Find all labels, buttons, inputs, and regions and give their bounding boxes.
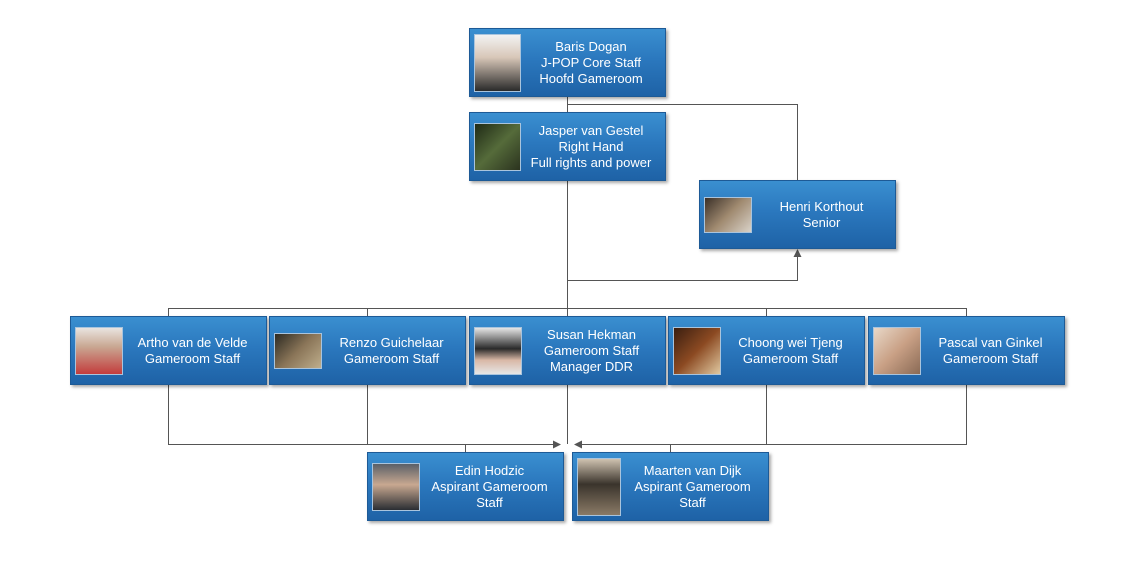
node-pascal-van-ginkel[interactable]: Pascal van Ginkel Gameroom Staff [868, 316, 1065, 385]
person-name: Pascal van Ginkel [938, 334, 1043, 350]
person-role: Gameroom Staff [144, 350, 241, 366]
person-photo-icon [75, 326, 123, 375]
person-name: Artho van de Velde [137, 334, 248, 350]
node-text: Artho van de Velde Gameroom Staff [123, 335, 262, 367]
person-name: Baris Dogan [555, 38, 627, 54]
node-text: Pascal van Ginkel Gameroom Staff [921, 335, 1060, 367]
person-name: Henri Korthout [779, 198, 864, 214]
person-detail: Manager DDR [549, 358, 634, 374]
node-artho-van-de-velde[interactable]: Artho van de Velde Gameroom Staff [70, 316, 267, 385]
connector-pascal-bottom [574, 384, 967, 449]
node-susan-hekman[interactable]: Susan Hekman Gameroom Staff Manager DDR [469, 316, 666, 385]
person-role: Gameroom Staff [543, 342, 640, 358]
person-detail: Hoofd Gameroom [539, 70, 643, 86]
person-photo-icon [474, 122, 521, 171]
person-photo-icon [474, 326, 522, 375]
node-maarten-van-dijk[interactable]: Maarten van Dijk Aspirant Gameroom Staff [572, 452, 769, 521]
person-detail: Full rights and power [530, 154, 652, 170]
person-name: Susan Hekman [547, 326, 636, 342]
node-text: Jasper van Gestel Right Hand Full rights… [521, 123, 661, 171]
node-text: Renzo Guichelaar Gameroom Staff [322, 335, 461, 367]
person-name: Renzo Guichelaar [339, 334, 444, 350]
person-photo-icon [372, 462, 420, 511]
node-text: Susan Hekman Gameroom Staff Manager DDR [522, 327, 661, 375]
person-photo-icon [474, 33, 521, 92]
person-role: Aspirant Gameroom [431, 478, 548, 494]
node-text: Maarten van Dijk Aspirant Gameroom Staff [621, 463, 764, 511]
connector-baris-henri [567, 104, 798, 180]
person-role: J-POP Core Staff [541, 54, 641, 70]
node-text: Choong wei Tjeng Gameroom Staff [721, 335, 860, 367]
connector-artho-bottom [168, 384, 561, 449]
person-detail: Staff [476, 494, 503, 510]
node-choong-wei-tjeng[interactable]: Choong wei Tjeng Gameroom Staff [668, 316, 865, 385]
connector-trunk-henri [567, 249, 802, 281]
node-renzo-guichelaar[interactable]: Renzo Guichelaar Gameroom Staff [269, 316, 466, 385]
person-detail: Staff [679, 494, 706, 510]
person-name: Maarten van Dijk [643, 462, 742, 478]
person-name: Edin Hodzic [454, 462, 525, 478]
node-edin-hodzic[interactable]: Edin Hodzic Aspirant Gameroom Staff [367, 452, 564, 521]
person-photo-icon [873, 326, 921, 375]
person-role: Gameroom Staff [343, 350, 440, 366]
node-baris-dogan[interactable]: Baris Dogan J-POP Core Staff Hoofd Gamer… [469, 28, 666, 97]
person-role: Right Hand [558, 138, 624, 154]
person-name: Choong wei Tjeng [738, 334, 843, 350]
person-photo-icon [704, 196, 752, 233]
node-text: Baris Dogan J-POP Core Staff Hoofd Gamer… [521, 39, 661, 87]
person-role: Gameroom Staff [742, 350, 839, 366]
person-role: Gameroom Staff [942, 350, 1039, 366]
person-role: Aspirant Gameroom [634, 478, 751, 494]
node-henri-korthout[interactable]: Henri Korthout Senior [699, 180, 896, 249]
person-photo-icon [577, 457, 621, 516]
person-name: Jasper van Gestel [538, 122, 644, 138]
person-photo-icon [274, 332, 322, 369]
node-jasper-van-gestel[interactable]: Jasper van Gestel Right Hand Full rights… [469, 112, 666, 181]
person-photo-icon [673, 326, 721, 375]
node-text: Henri Korthout Senior [752, 199, 891, 231]
node-text: Edin Hodzic Aspirant Gameroom Staff [420, 463, 559, 511]
person-role: Senior [802, 214, 841, 230]
